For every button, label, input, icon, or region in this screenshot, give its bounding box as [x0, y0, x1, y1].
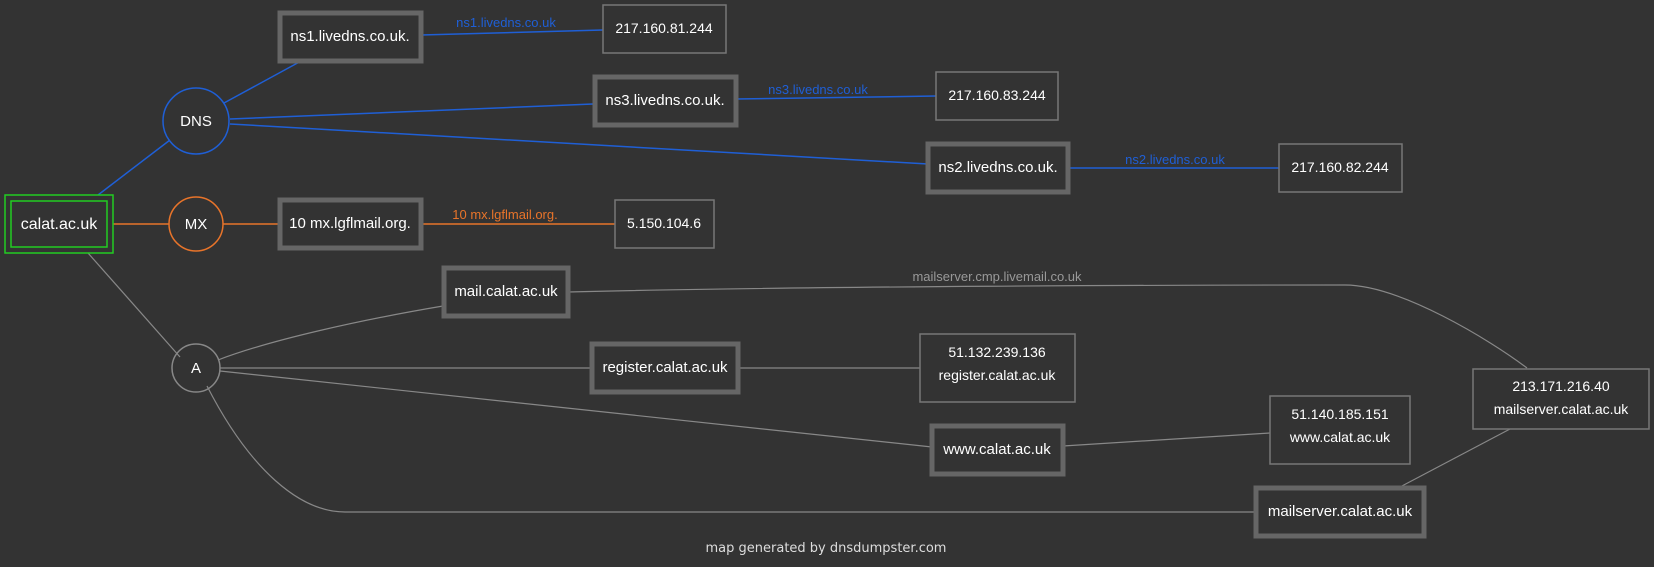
dns-ip-ns3-label: 217.160.83.244 — [948, 87, 1046, 103]
mx-ip[interactable]: 5.150.104.6 — [614, 199, 715, 249]
mx-ip-label: 5.150.104.6 — [627, 215, 701, 231]
edge-mailserver-ip — [1399, 428, 1511, 488]
edge-a-mailserver — [206, 385, 1256, 513]
edge-label-mx: 10 mx.lgflmail.org. — [452, 207, 557, 222]
dns-host-ns2[interactable]: ns2.livedns.co.uk. — [925, 141, 1071, 195]
a-host-register[interactable]: register.calat.ac.uk — [589, 341, 741, 395]
a-ip-www-name: www.calat.ac.uk — [1289, 429, 1391, 445]
edge-root-dns — [97, 139, 171, 196]
root-node[interactable]: calat.ac.uk — [4, 194, 114, 254]
category-dns[interactable]: DNS — [162, 87, 230, 155]
edge-mail-mailserver-ip — [567, 284, 1528, 369]
edge-ns3-ip — [735, 95, 937, 100]
a-ip-register-name: register.calat.ac.uk — [939, 367, 1057, 383]
edge-label-ns2: ns2.livedns.co.uk — [1125, 152, 1225, 167]
category-a[interactable]: A — [171, 343, 221, 393]
edge-a-www — [219, 370, 933, 448]
edge-dns-ns3 — [229, 103, 594, 120]
root-label: calat.ac.uk — [21, 216, 98, 233]
category-dns-label: DNS — [180, 113, 212, 130]
category-mx[interactable]: MX — [168, 196, 224, 252]
edge-label-ns1: ns1.livedns.co.uk — [456, 15, 556, 30]
a-host-mailserver[interactable]: mailserver.calat.ac.uk — [1253, 485, 1427, 539]
dns-host-ns3-label: ns3.livedns.co.uk. — [605, 92, 724, 109]
edge-dns-ns2 — [229, 123, 929, 165]
dns-host-ns1-label: ns1.livedns.co.uk. — [290, 28, 409, 45]
a-host-mail[interactable]: mail.calat.ac.uk — [441, 265, 571, 319]
edge-label-ns3: ns3.livedns.co.uk — [768, 82, 868, 97]
edge-root-a — [87, 252, 181, 358]
a-ip-www[interactable]: 51.140.185.151 www.calat.ac.uk — [1269, 395, 1411, 465]
edges — [87, 29, 1528, 513]
a-host-www[interactable]: www.calat.ac.uk — [929, 423, 1066, 477]
edge-ns1-ip — [420, 29, 604, 36]
edge-a-mail — [217, 305, 444, 361]
category-a-label: A — [191, 360, 201, 377]
a-ip-register-ip: 51.132.239.136 — [948, 344, 1046, 360]
a-ip-register[interactable]: 51.132.239.136 register.calat.ac.uk — [919, 333, 1076, 403]
dns-ip-ns1-label: 217.160.81.244 — [615, 20, 713, 36]
dns-host-ns3[interactable]: ns3.livedns.co.uk. — [592, 74, 739, 128]
dns-host-ns1[interactable]: ns1.livedns.co.uk. — [277, 10, 424, 64]
a-host-www-label: www.calat.ac.uk — [942, 441, 1051, 458]
dns-ip-ns2[interactable]: 217.160.82.244 — [1278, 143, 1403, 193]
a-ip-mailserver-ip: 213.171.216.40 — [1512, 378, 1610, 394]
a-host-register-label: register.calat.ac.uk — [602, 359, 728, 376]
a-ip-mailserver[interactable]: 213.171.216.40 mailserver.calat.ac.uk — [1472, 368, 1650, 430]
edge-label-mailserver-cmp: mailserver.cmp.livemail.co.uk — [912, 269, 1082, 284]
edge-www-ip — [1062, 432, 1271, 447]
dns-ip-ns3[interactable]: 217.160.83.244 — [935, 71, 1059, 121]
mx-host[interactable]: 10 mx.lgflmail.org. — [277, 197, 424, 251]
a-host-mailserver-label: mailserver.calat.ac.uk — [1268, 503, 1413, 520]
a-ip-www-ip: 51.140.185.151 — [1291, 406, 1389, 422]
footer-credit: map generated by dnsdumpster.com — [706, 541, 947, 556]
dns-host-ns2-label: ns2.livedns.co.uk. — [938, 159, 1057, 176]
edge-labels: ns1.livedns.co.uk ns3.livedns.co.uk ns2.… — [452, 15, 1225, 284]
dns-ip-ns2-label: 217.160.82.244 — [1291, 159, 1389, 175]
a-host-mail-label: mail.calat.ac.uk — [454, 283, 558, 300]
mx-host-label: 10 mx.lgflmail.org. — [289, 215, 411, 232]
edge-dns-ns1 — [223, 59, 304, 104]
dns-ip-ns1[interactable]: 217.160.81.244 — [602, 4, 727, 54]
category-mx-label: MX — [185, 216, 208, 233]
a-ip-mailserver-name: mailserver.calat.ac.uk — [1494, 401, 1630, 417]
